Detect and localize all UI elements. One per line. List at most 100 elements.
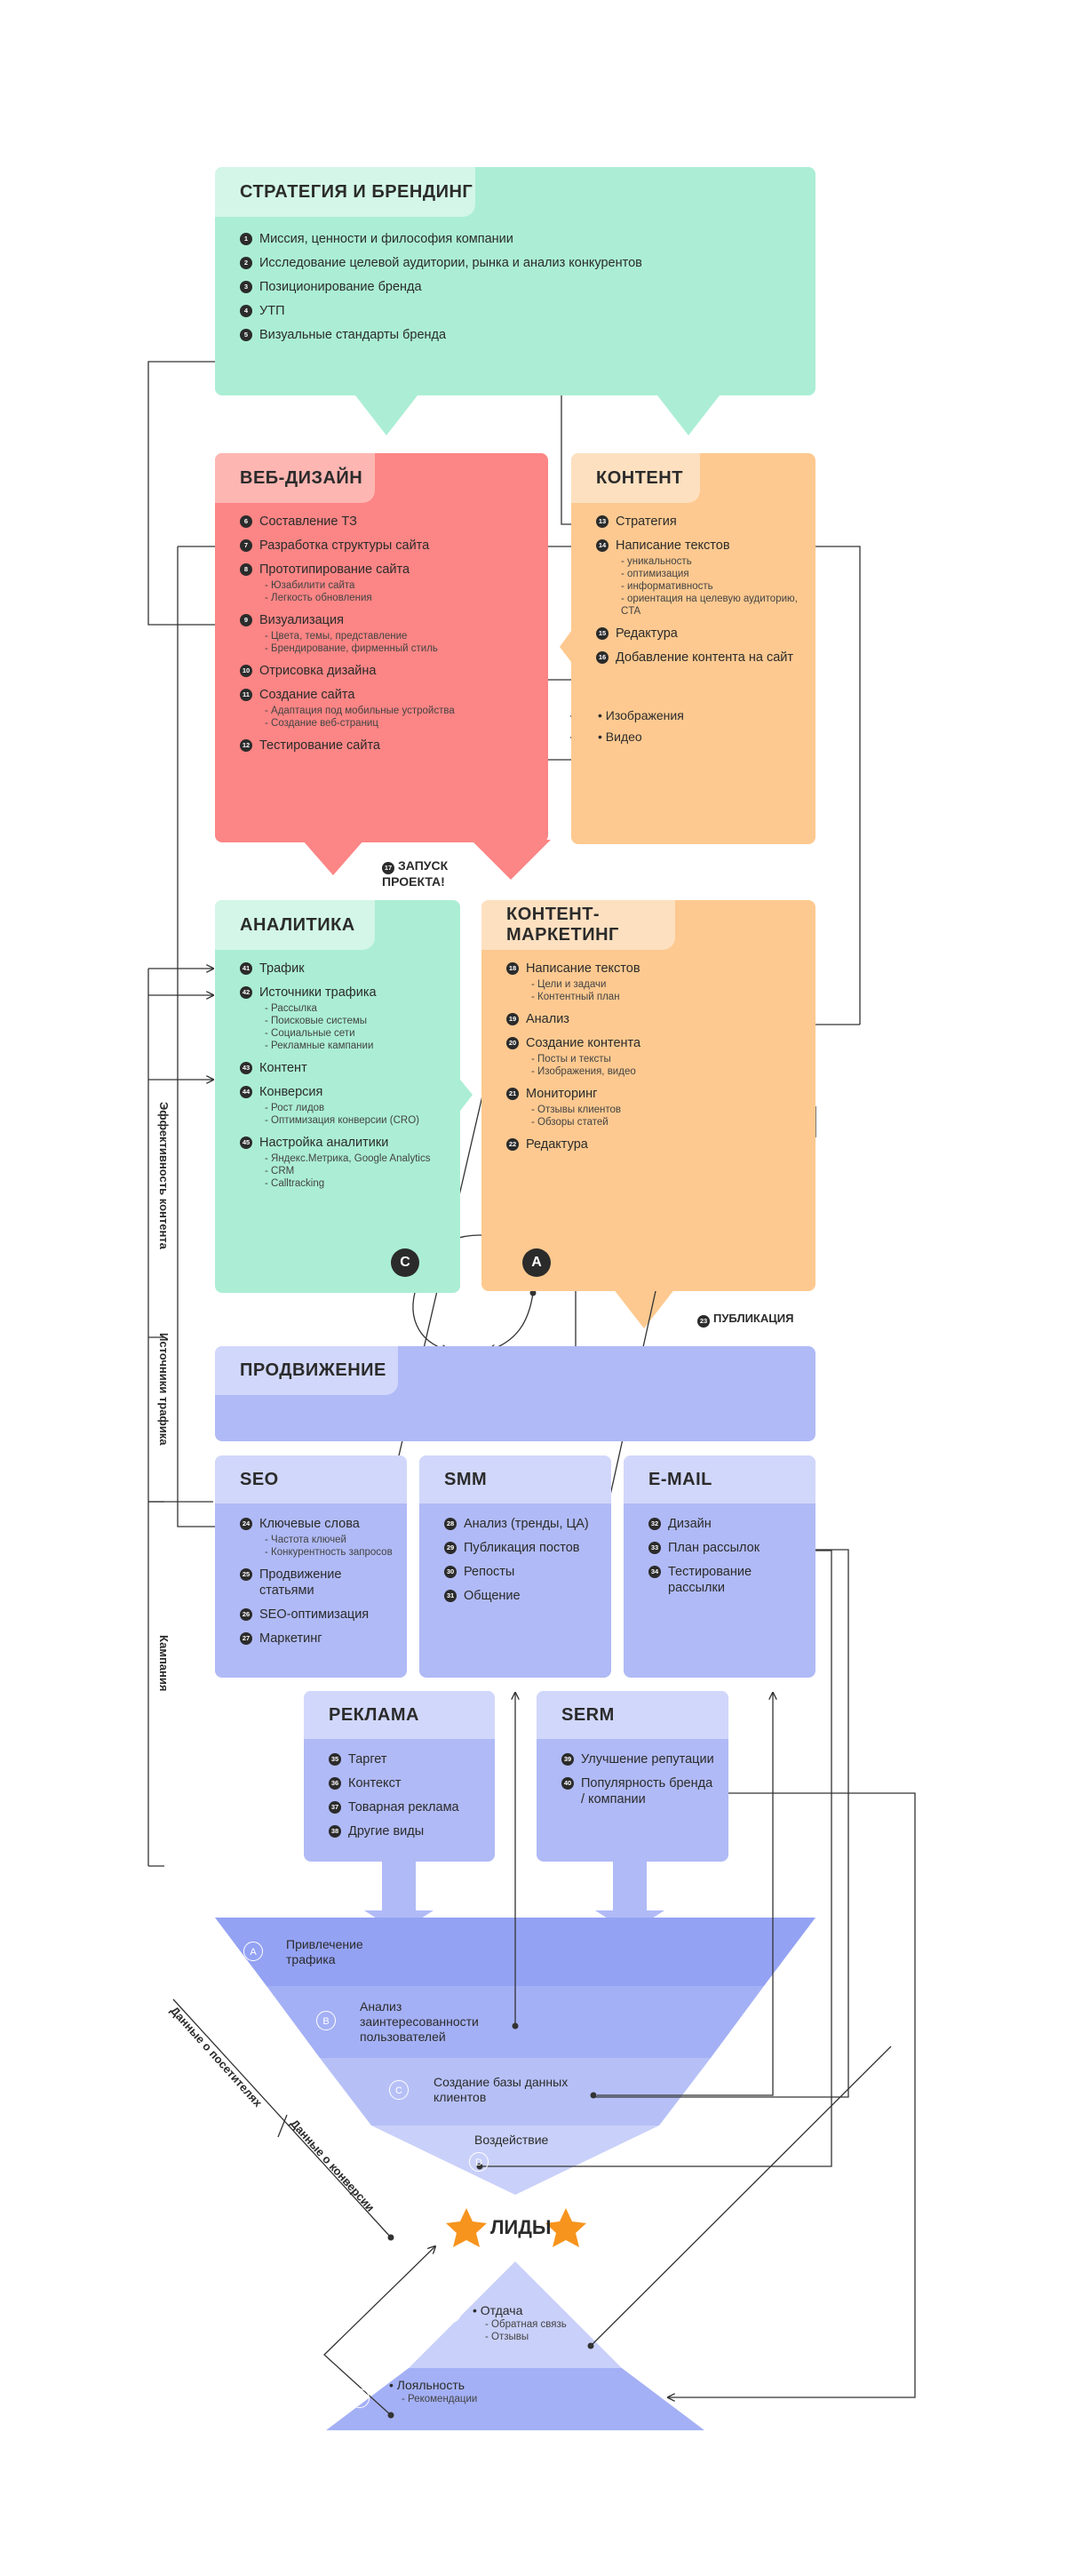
list-item: 26 SEO-оптимизация — [240, 1607, 394, 1623]
item-text: Отрисовка дизайна — [259, 664, 377, 678]
item-text: Добавление контента на сайт — [616, 650, 794, 665]
sub-item-text: Рекомендации — [408, 2394, 478, 2405]
item-number: 21 — [506, 1088, 519, 1100]
item-number: 40 — [561, 1777, 574, 1790]
sub-item: Обзоры статей — [526, 1116, 803, 1128]
item-text: Контекст — [348, 1776, 402, 1790]
sub-item: Рассылка — [259, 1002, 448, 1015]
item-number: 16 — [596, 651, 609, 664]
item-text: Репосты — [464, 1565, 515, 1579]
item-number: 27 — [240, 1632, 252, 1645]
sub-item: оптимизация — [616, 568, 803, 580]
lower-band-e — [409, 2261, 622, 2368]
sub-item: Изображения, видео — [526, 1065, 803, 1078]
sub-item: Рекламные кампании — [259, 1040, 448, 1052]
serm-stem — [613, 1860, 647, 1913]
cmarketing-title: КОНТЕНТ-МАРКЕТИНГ — [481, 900, 675, 950]
item-number: 11 — [240, 689, 252, 701]
sub-item: Социальные сети — [259, 1027, 448, 1040]
side-label-sources: Источники трафика — [157, 1333, 171, 1446]
sub-item: Частота ключей — [259, 1534, 394, 1546]
item-text: Создание сайта — [259, 688, 355, 702]
item-number: 26 — [240, 1608, 252, 1621]
item-text: Другие виды — [348, 1824, 425, 1838]
item-number: 41 — [240, 962, 252, 975]
bullet-text: Видео — [605, 730, 642, 744]
item-number: 28 — [444, 1518, 457, 1530]
item-text: Анализ — [526, 1012, 569, 1026]
sub-item: Рост лидов — [259, 1102, 448, 1114]
lower-stage-f-text: Лояльность — [396, 2378, 465, 2392]
sub-item: Поисковые системы — [259, 1015, 448, 1027]
item-number: 6 — [240, 515, 252, 528]
item-text: Публикация постов — [464, 1541, 580, 1555]
item-number: 1 — [240, 233, 252, 245]
item-number: 34 — [648, 1566, 661, 1578]
promotion-panel: ПРОДВИЖЕНИЕ — [215, 1346, 815, 1441]
sub-item: Конкурентность запросов — [259, 1546, 394, 1559]
item-text: Настройка аналитики — [259, 1136, 389, 1150]
item-number: 10 — [240, 665, 252, 677]
sub-item: - Отзывы — [485, 2332, 529, 2342]
sub-item: информативность — [616, 580, 803, 593]
promotion-title: ПРОДВИЖЕНИЕ — [215, 1346, 398, 1395]
funnel-stage-b: Анализ заинтересованности пользователей — [360, 1999, 479, 2044]
sub-item: Посты и тексты — [526, 1053, 803, 1065]
sub-item: Легкость обновления — [259, 592, 536, 604]
item-text: Продвижение статьями — [259, 1567, 342, 1598]
sub-item: Брендирование, фирменный стиль — [259, 642, 536, 655]
item-text: План рассылок — [668, 1541, 760, 1555]
item-number: 12 — [240, 739, 252, 752]
email-title: E-MAIL — [624, 1455, 815, 1503]
strategy-title: СТРАТЕГИЯ И БРЕНДИНГ — [215, 167, 475, 217]
sub-item: Адаптация под мобильные устройства — [259, 705, 536, 717]
item-number: 31 — [444, 1590, 457, 1602]
funnel-stage-d-badge: D — [469, 2152, 489, 2172]
analytics-pointer — [460, 1080, 473, 1111]
item-number: 22 — [506, 1138, 519, 1151]
item-number: 3 — [240, 281, 252, 293]
item-text: Тестирование рассылки — [668, 1565, 752, 1595]
item-number: 45 — [240, 1136, 252, 1149]
item-text: Конверсия — [259, 1085, 323, 1099]
list-item: 16 Добавление контента на сайт — [596, 650, 803, 666]
item-text: Исследование целевой аудитории, рынка и … — [259, 256, 642, 270]
item-number: 20 — [506, 1037, 519, 1049]
webdesign-pointer-left — [302, 840, 364, 875]
item-number: 29 — [444, 1542, 457, 1554]
side-label-campaign: Кампания — [157, 1635, 171, 1692]
item-text: SEO-оптимизация — [259, 1607, 370, 1622]
sub-item: Юзабилити сайта — [259, 579, 536, 592]
sub-item: - Обратная связь — [485, 2319, 567, 2330]
item-text: Популярность бренда / компании — [581, 1776, 713, 1806]
funnel-band-d — [371, 2125, 659, 2195]
item-text: Дизайн — [668, 1517, 712, 1531]
item-number: 4 — [240, 305, 252, 317]
item-text: Написание текстов — [616, 538, 730, 553]
strategy-pointer-right — [657, 395, 720, 435]
webdesign-pointer-right — [471, 840, 551, 880]
launch-number: 17 — [382, 862, 394, 874]
